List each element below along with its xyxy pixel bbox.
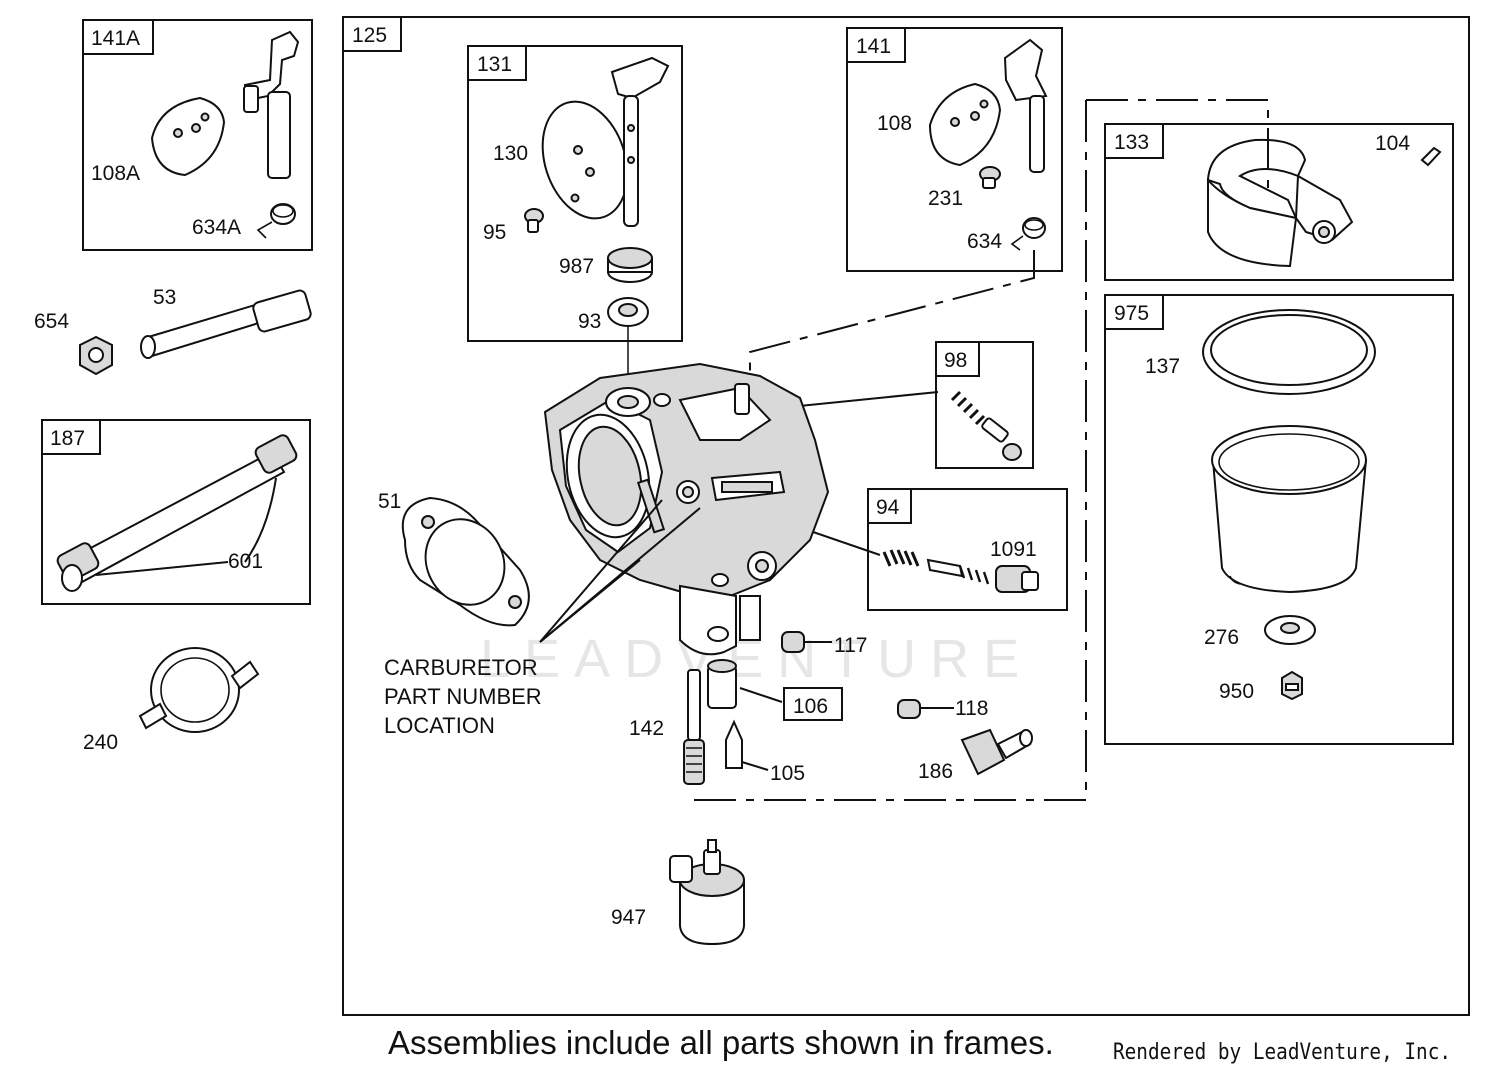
seal-987 xyxy=(607,247,653,283)
frame-94: 94 1091 xyxy=(867,488,1068,611)
frame-125-tag: 125 xyxy=(352,24,387,47)
note-line-3: LOCATION xyxy=(384,713,495,738)
frame-141: 141 108 231 634 xyxy=(846,27,1063,272)
label-53: 53 xyxy=(153,286,176,309)
frame-98-tag: 98 xyxy=(944,349,967,372)
label-1091: 1091 xyxy=(990,538,1037,561)
caption-credit: Rendered by LeadVenture, Inc. xyxy=(1113,1040,1452,1065)
frame-141A: 141A 108A 634A xyxy=(82,19,313,251)
label-104: 104 xyxy=(1375,132,1410,155)
connector-141 xyxy=(749,250,1035,400)
label-142: 142 xyxy=(629,717,664,740)
emulsion-tube-142 xyxy=(683,669,705,785)
frame-125 xyxy=(342,16,1470,1016)
label-276: 276 xyxy=(1204,626,1239,649)
gasket-ring-137 xyxy=(1202,309,1376,395)
note-leader-1 xyxy=(539,499,663,643)
frame-131-tag: 131 xyxy=(477,53,512,76)
frame-106-tag: 106 xyxy=(793,695,828,718)
frame-131: 131 130 95 987 93 xyxy=(467,45,683,342)
gasket-51 xyxy=(401,496,530,627)
label-231: 231 xyxy=(928,187,963,210)
carburetor-body xyxy=(543,362,830,656)
elbow-fitting-186 xyxy=(960,728,1033,776)
note-leader-3 xyxy=(539,559,641,643)
spring-634A xyxy=(256,203,296,239)
fuel-fitting-53 xyxy=(140,289,312,359)
frame-133: 133 104 xyxy=(1104,123,1454,281)
label-95: 95 xyxy=(483,221,506,244)
throttle-shaft-141 xyxy=(1003,38,1048,173)
frame-975-tag: 975 xyxy=(1114,302,1149,325)
float-pin-104 xyxy=(1420,146,1442,167)
connector-133 xyxy=(1086,99,1269,190)
label-987: 987 xyxy=(559,255,594,278)
label-634: 634 xyxy=(967,230,1002,253)
needle-105 xyxy=(725,719,769,771)
label-93: 93 xyxy=(578,310,601,333)
jet-118 xyxy=(897,699,954,719)
frame-975: 975 137 276 950 xyxy=(1104,294,1454,745)
jet-117 xyxy=(781,631,832,653)
label-186: 186 xyxy=(918,760,953,783)
throttle-shaft xyxy=(243,30,300,179)
label-51: 51 xyxy=(378,490,401,513)
fuel-solenoid-947 xyxy=(669,839,745,946)
label-117: 117 xyxy=(834,634,867,657)
label-240: 240 xyxy=(83,731,118,754)
choke-plate-130 xyxy=(541,100,629,220)
washer-276 xyxy=(1264,615,1316,645)
choke-shaft xyxy=(610,56,670,227)
frame-141-tag: 141 xyxy=(856,35,891,58)
screw-231 xyxy=(979,166,1001,189)
label-950: 950 xyxy=(1219,680,1254,703)
frame-98: 98 xyxy=(935,341,1034,469)
nozzle-106 xyxy=(707,659,783,709)
label-601: 601 xyxy=(228,550,263,573)
label-118: 118 xyxy=(955,697,988,720)
seal-93 xyxy=(607,297,649,327)
mixture-screw-94 xyxy=(882,549,1039,593)
fuel-line-187 xyxy=(56,434,298,592)
caption-main: Assemblies include all parts shown in fr… xyxy=(388,1024,1054,1061)
hex-nut-654 xyxy=(79,335,113,376)
throttle-plate-108A xyxy=(150,96,226,177)
note-line-1: CARBURETOR xyxy=(384,655,538,680)
label-137: 137 xyxy=(1145,355,1180,378)
frame-94-tag: 94 xyxy=(876,496,900,519)
label-108A: 108A xyxy=(91,162,140,185)
label-634A: 634A xyxy=(192,216,241,239)
connector-bowl xyxy=(693,100,1087,801)
screw-95 xyxy=(524,208,544,233)
frame-141A-tag: 141A xyxy=(91,27,140,50)
frame-187-tag: 187 xyxy=(50,427,85,450)
label-947: 947 xyxy=(611,906,646,929)
float-133 xyxy=(1206,138,1354,268)
note-line-2: PART NUMBER xyxy=(384,684,542,709)
label-105: 105 xyxy=(770,762,805,785)
frame-187: 187 601 xyxy=(41,419,311,605)
idle-screw-98 xyxy=(950,390,1022,461)
label-108: 108 xyxy=(877,112,912,135)
label-654: 654 xyxy=(34,310,69,333)
bowl-nut-950 xyxy=(1281,670,1303,701)
throttle-plate-108 xyxy=(928,82,1002,167)
label-130: 130 xyxy=(493,142,528,165)
spring-634 xyxy=(1010,217,1046,251)
frame-133-tag: 133 xyxy=(1114,131,1149,154)
float-bowl xyxy=(1211,425,1368,594)
fuel-filter-240 xyxy=(138,647,260,733)
